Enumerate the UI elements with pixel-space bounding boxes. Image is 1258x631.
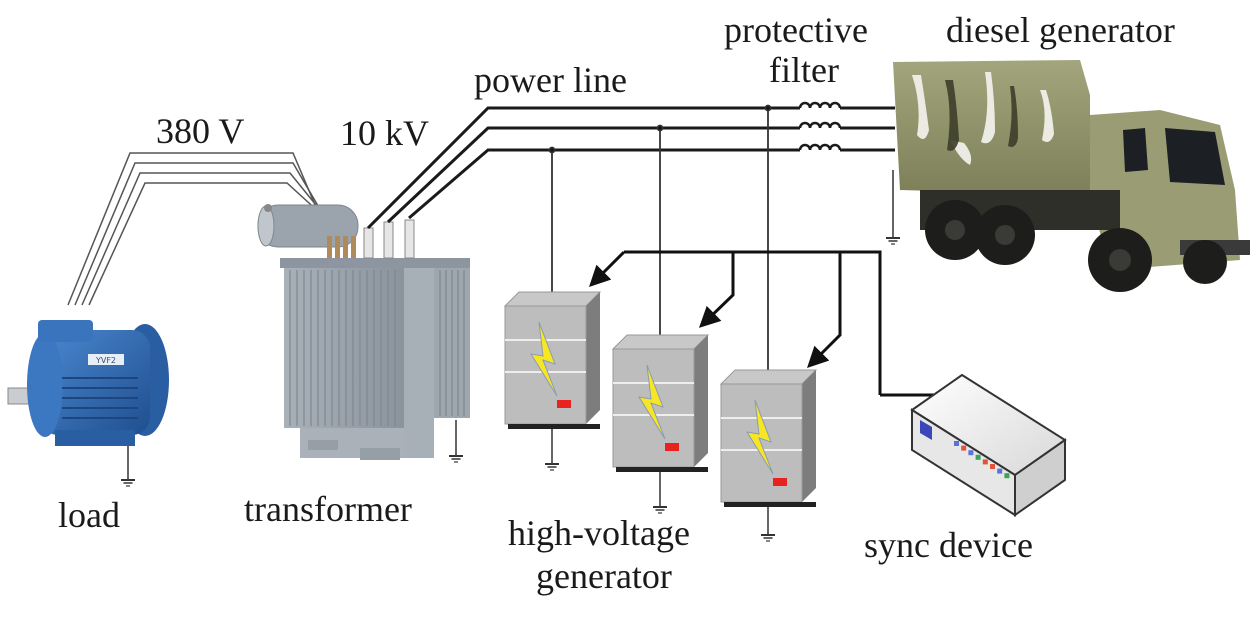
radiator-fins (289, 270, 396, 426)
sync-device-screen (920, 420, 932, 440)
label-transformer: transformer (244, 489, 412, 529)
power-line-phase-c (408, 148, 800, 220)
motor-nameplate (88, 354, 124, 365)
ground-icon (544, 453, 560, 471)
ground-icon (448, 445, 464, 463)
label-high-voltage: high-voltage (508, 513, 690, 553)
label-380v: 380 V (156, 111, 244, 151)
transformer-radiator-left (284, 268, 404, 428)
ground-icon (760, 524, 776, 542)
hv-generator-2 (611, 334, 710, 514)
label-filter: filter (769, 50, 839, 90)
arrow-icon (698, 252, 735, 328)
indicator-light (665, 443, 679, 451)
lightning-bolt-icon (637, 364, 666, 440)
transformer-lid (280, 258, 470, 268)
truck-windshield (1165, 128, 1225, 185)
motor-fins (62, 377, 138, 419)
inductor-icon (798, 143, 842, 151)
sync-device-led (968, 450, 974, 456)
generator-taps (548, 104, 772, 370)
camouflage-dark (945, 80, 1018, 151)
motor-front (27, 333, 63, 437)
transformer (257, 204, 470, 463)
power-line-phase-b (386, 126, 800, 224)
motor-terminal-box (38, 320, 93, 342)
lv-bushings (327, 236, 356, 258)
sync-device-led (982, 459, 988, 465)
indicator-light (773, 478, 787, 486)
truck-side-window (1123, 128, 1148, 172)
ground-icon (652, 496, 668, 514)
sync-device-side (1014, 438, 1066, 517)
protective-filter-inductors (798, 101, 895, 152)
label-load: load (58, 495, 120, 535)
label-protective: protective (724, 10, 868, 50)
motor-load: YVF2 (7, 320, 169, 487)
inductor-icon (798, 101, 842, 109)
diesel-generator-truck (885, 60, 1250, 292)
sync-device-led (1004, 473, 1010, 479)
motor-nameplate-text: YVF2 (95, 356, 116, 365)
label-generator: generator (536, 556, 672, 596)
sync-device-led (975, 454, 981, 460)
hv-generator-1 (503, 291, 602, 471)
sync-device-leds (954, 441, 1010, 479)
arrow-icon (807, 252, 842, 368)
lightning-bolt-icon (529, 321, 558, 397)
sync-device-led (954, 441, 959, 446)
sync-device (910, 373, 1067, 517)
sync-device-led (997, 468, 1003, 474)
label-sync-device: sync device (864, 525, 1033, 565)
sync-device-led (990, 464, 995, 469)
arrow-icon (589, 250, 626, 287)
ground-icon (120, 469, 136, 487)
truck-wheel (1183, 240, 1227, 284)
sync-control-bus (589, 250, 935, 397)
ground-icon (885, 227, 901, 245)
label-diesel-generator: diesel generator (946, 10, 1175, 50)
motor-feet (55, 430, 135, 446)
label-10kv: 10 kV (340, 113, 429, 153)
power-line-phase-a (366, 106, 800, 230)
label-power-line: power line (474, 60, 627, 100)
hv-generator-3 (719, 369, 818, 542)
power-lines (366, 106, 800, 230)
sync-device-led (961, 445, 967, 451)
transformer-core (404, 268, 434, 458)
inductor-icon (798, 121, 842, 129)
lightning-bolt-icon (745, 399, 774, 475)
indicator-light (557, 400, 571, 408)
